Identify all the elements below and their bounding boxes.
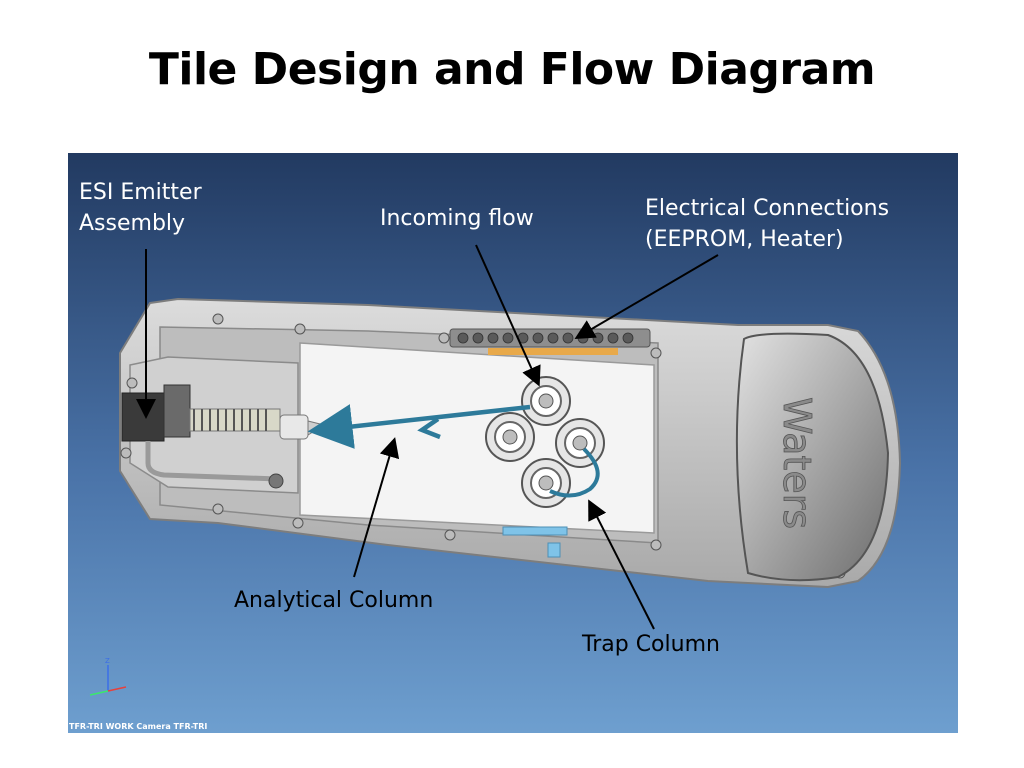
axis-z-label: Z [105,657,110,665]
fitting-right [555,418,605,468]
slide-title: Tile Design and Flow Diagram [148,44,876,95]
label-electrical-connections: Electrical Connections (EEPROM, Heater) [645,193,889,255]
label-incoming-flow: Incoming flow [380,206,534,231]
axis-triad: Z [89,657,127,696]
tile-diagram-svg: Waters Z [68,153,958,733]
heater-strip [488,348,618,355]
bottom-port [502,526,568,536]
label-electrical-line2: (EEPROM, Heater) [645,227,844,252]
label-esi-emitter-line2: Assembly [79,211,186,236]
leader-incoming-flow [475,244,541,387]
waters-brand-text: Waters [775,397,819,529]
cad-render: Waters Z TFR-TRI WORK Camera TFR-TRI ESI… [68,153,958,733]
fitting-top [521,376,571,426]
leader-analytical-column [353,437,400,578]
leader-electrical [574,254,719,340]
waters-cap: Waters [735,332,890,582]
analytical-flow-path [307,404,531,449]
bottom-port-tab [547,542,561,558]
electrical-connector [449,328,651,355]
label-analytical-column: Analytical Column [234,588,434,613]
trap-flow-loop [549,447,600,498]
label-trap-column: Trap Column [582,632,720,657]
label-esi-emitter: ESI Emitter Assembly [79,177,202,239]
label-electrical-line1: Electrical Connections [645,196,890,221]
fitting-bottom [521,458,571,508]
fitting-left [485,412,535,462]
flow-chevron [417,417,441,440]
camera-caption: TFR-TRI WORK Camera TFR-TRI [69,722,208,731]
leader-trap-column [588,499,655,630]
label-esi-emitter-line1: ESI Emitter [79,180,202,205]
